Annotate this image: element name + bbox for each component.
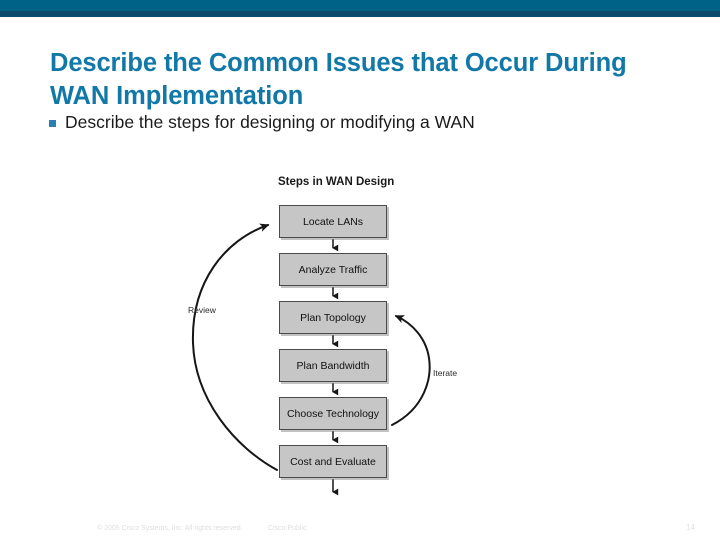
flow-step-label: Plan Bandwidth (296, 359, 370, 372)
square-bullet-icon (49, 120, 56, 127)
flow-step-box-3: Plan Topology (279, 301, 387, 334)
footer-page-number: 14 (686, 523, 695, 532)
iterate-feedback-curve (391, 315, 431, 426)
iterate-loop-label: Iterate (433, 368, 458, 378)
bullet-item-label: Describe the steps for designing or modi… (65, 112, 475, 132)
flow-step-label: Locate LANs (302, 215, 364, 228)
flow-step-label: Plan Topology (300, 311, 366, 324)
flow-step-box-5: Choose Technology (279, 397, 387, 430)
flow-step-box-1: Locate LANs (279, 205, 387, 238)
bullet-list-item: Describe the steps for designing or modi… (49, 112, 689, 133)
diagram-title: Steps in WAN Design (278, 176, 395, 188)
flow-step-label: Cost and Evaluate (290, 455, 376, 468)
flow-step-label: Analyze Traffic (298, 263, 368, 276)
flow-step-box-4: Plan Bandwidth (279, 349, 387, 382)
review-loop-label: Review (188, 305, 216, 315)
flow-step-box-2: Analyze Traffic (279, 253, 387, 286)
footer-copyright: © 2005 Cisco Systems, Inc. All rights re… (97, 525, 243, 532)
page-title: Describe the Common Issues that Occur Du… (50, 49, 627, 110)
review-feedback-curve (191, 223, 278, 471)
top-accent-band (0, 0, 720, 11)
top-accent-band-shadow (0, 11, 720, 17)
flow-step-label: Choose Technology (286, 407, 380, 420)
footer-classification: Cisco Public (268, 525, 307, 532)
flow-step-box-6: Cost and Evaluate (279, 445, 387, 478)
